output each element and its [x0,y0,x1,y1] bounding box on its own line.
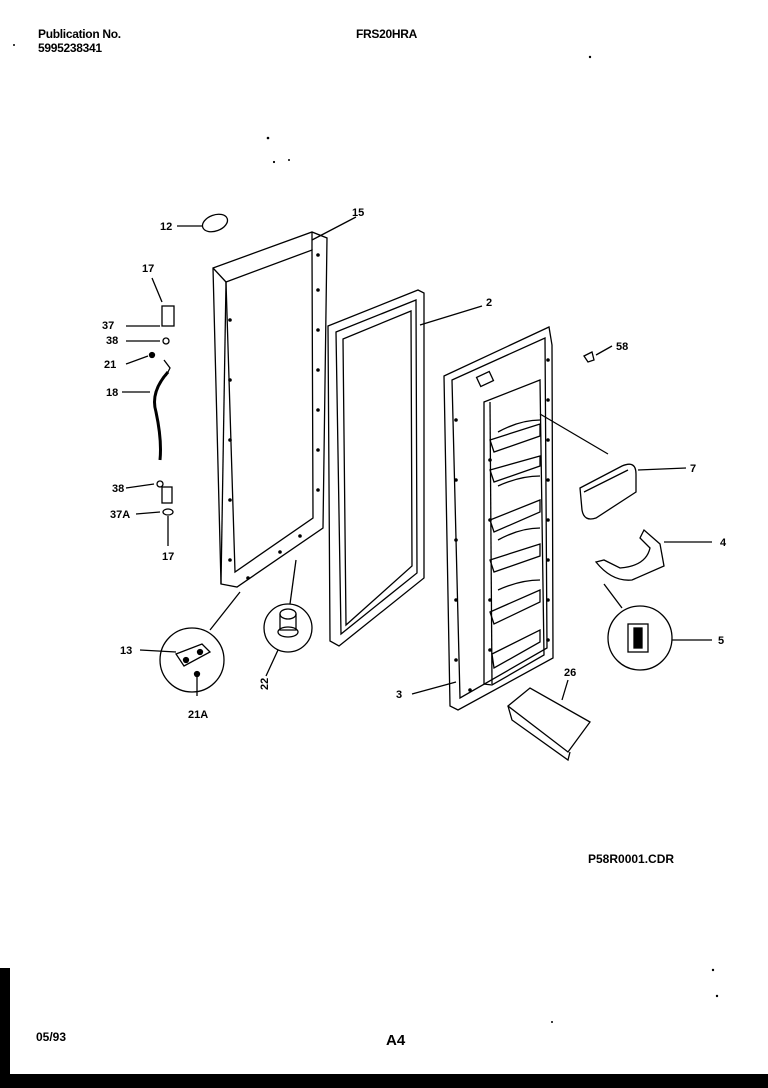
callout-15: 15 [352,207,364,219]
callout-3: 3 [396,689,402,701]
revision-date: 05/93 [36,1030,67,1044]
scan-bottom-band [0,1074,768,1088]
callout-26: 26 [564,667,576,679]
specks [13,44,719,1023]
door-frame-part [212,216,357,588]
callout-18: 18 [106,387,118,399]
publication-number: 5995238341 [38,41,102,55]
scan-edge-mark [0,968,10,1074]
oval-cover-part [201,213,229,233]
door-gasket-part [327,289,483,647]
callout-21A: 21A [188,709,208,721]
callout-7: 7 [690,463,696,475]
screw-part [583,345,613,363]
clip-detail-part [607,605,712,671]
door-bin-part [506,679,591,762]
callout-21: 21 [104,359,116,371]
callout-22: 22 [259,678,271,690]
shelf-rail-part [594,528,712,609]
callout-37: 37 [102,320,114,332]
model-number: FRS20HRA [356,27,417,41]
callout-38-bottom: 38 [112,483,124,495]
callout-17-bottom: 17 [162,551,174,563]
hinge-bracket-detail-part [139,591,241,696]
callout-58: 58 [616,341,628,353]
dairy-door-part [539,413,687,520]
callout-17-top: 17 [142,263,154,275]
publication-label: Publication No. [38,27,121,41]
page-identifier: A4 [386,1032,406,1049]
bushing-detail-part [263,559,313,677]
callout-38-top: 38 [106,335,118,347]
inner-door-liner-part [411,326,554,711]
callout-13: 13 [120,645,132,657]
hinge-assembly-part [122,277,175,546]
drawing-file-reference: P58R0001.CDR [588,852,675,866]
callout-37A: 37A [110,509,130,521]
callout-5: 5 [718,635,724,647]
callout-12: 12 [160,221,172,233]
callout-4: 4 [720,537,727,549]
callout-2: 2 [486,297,492,309]
